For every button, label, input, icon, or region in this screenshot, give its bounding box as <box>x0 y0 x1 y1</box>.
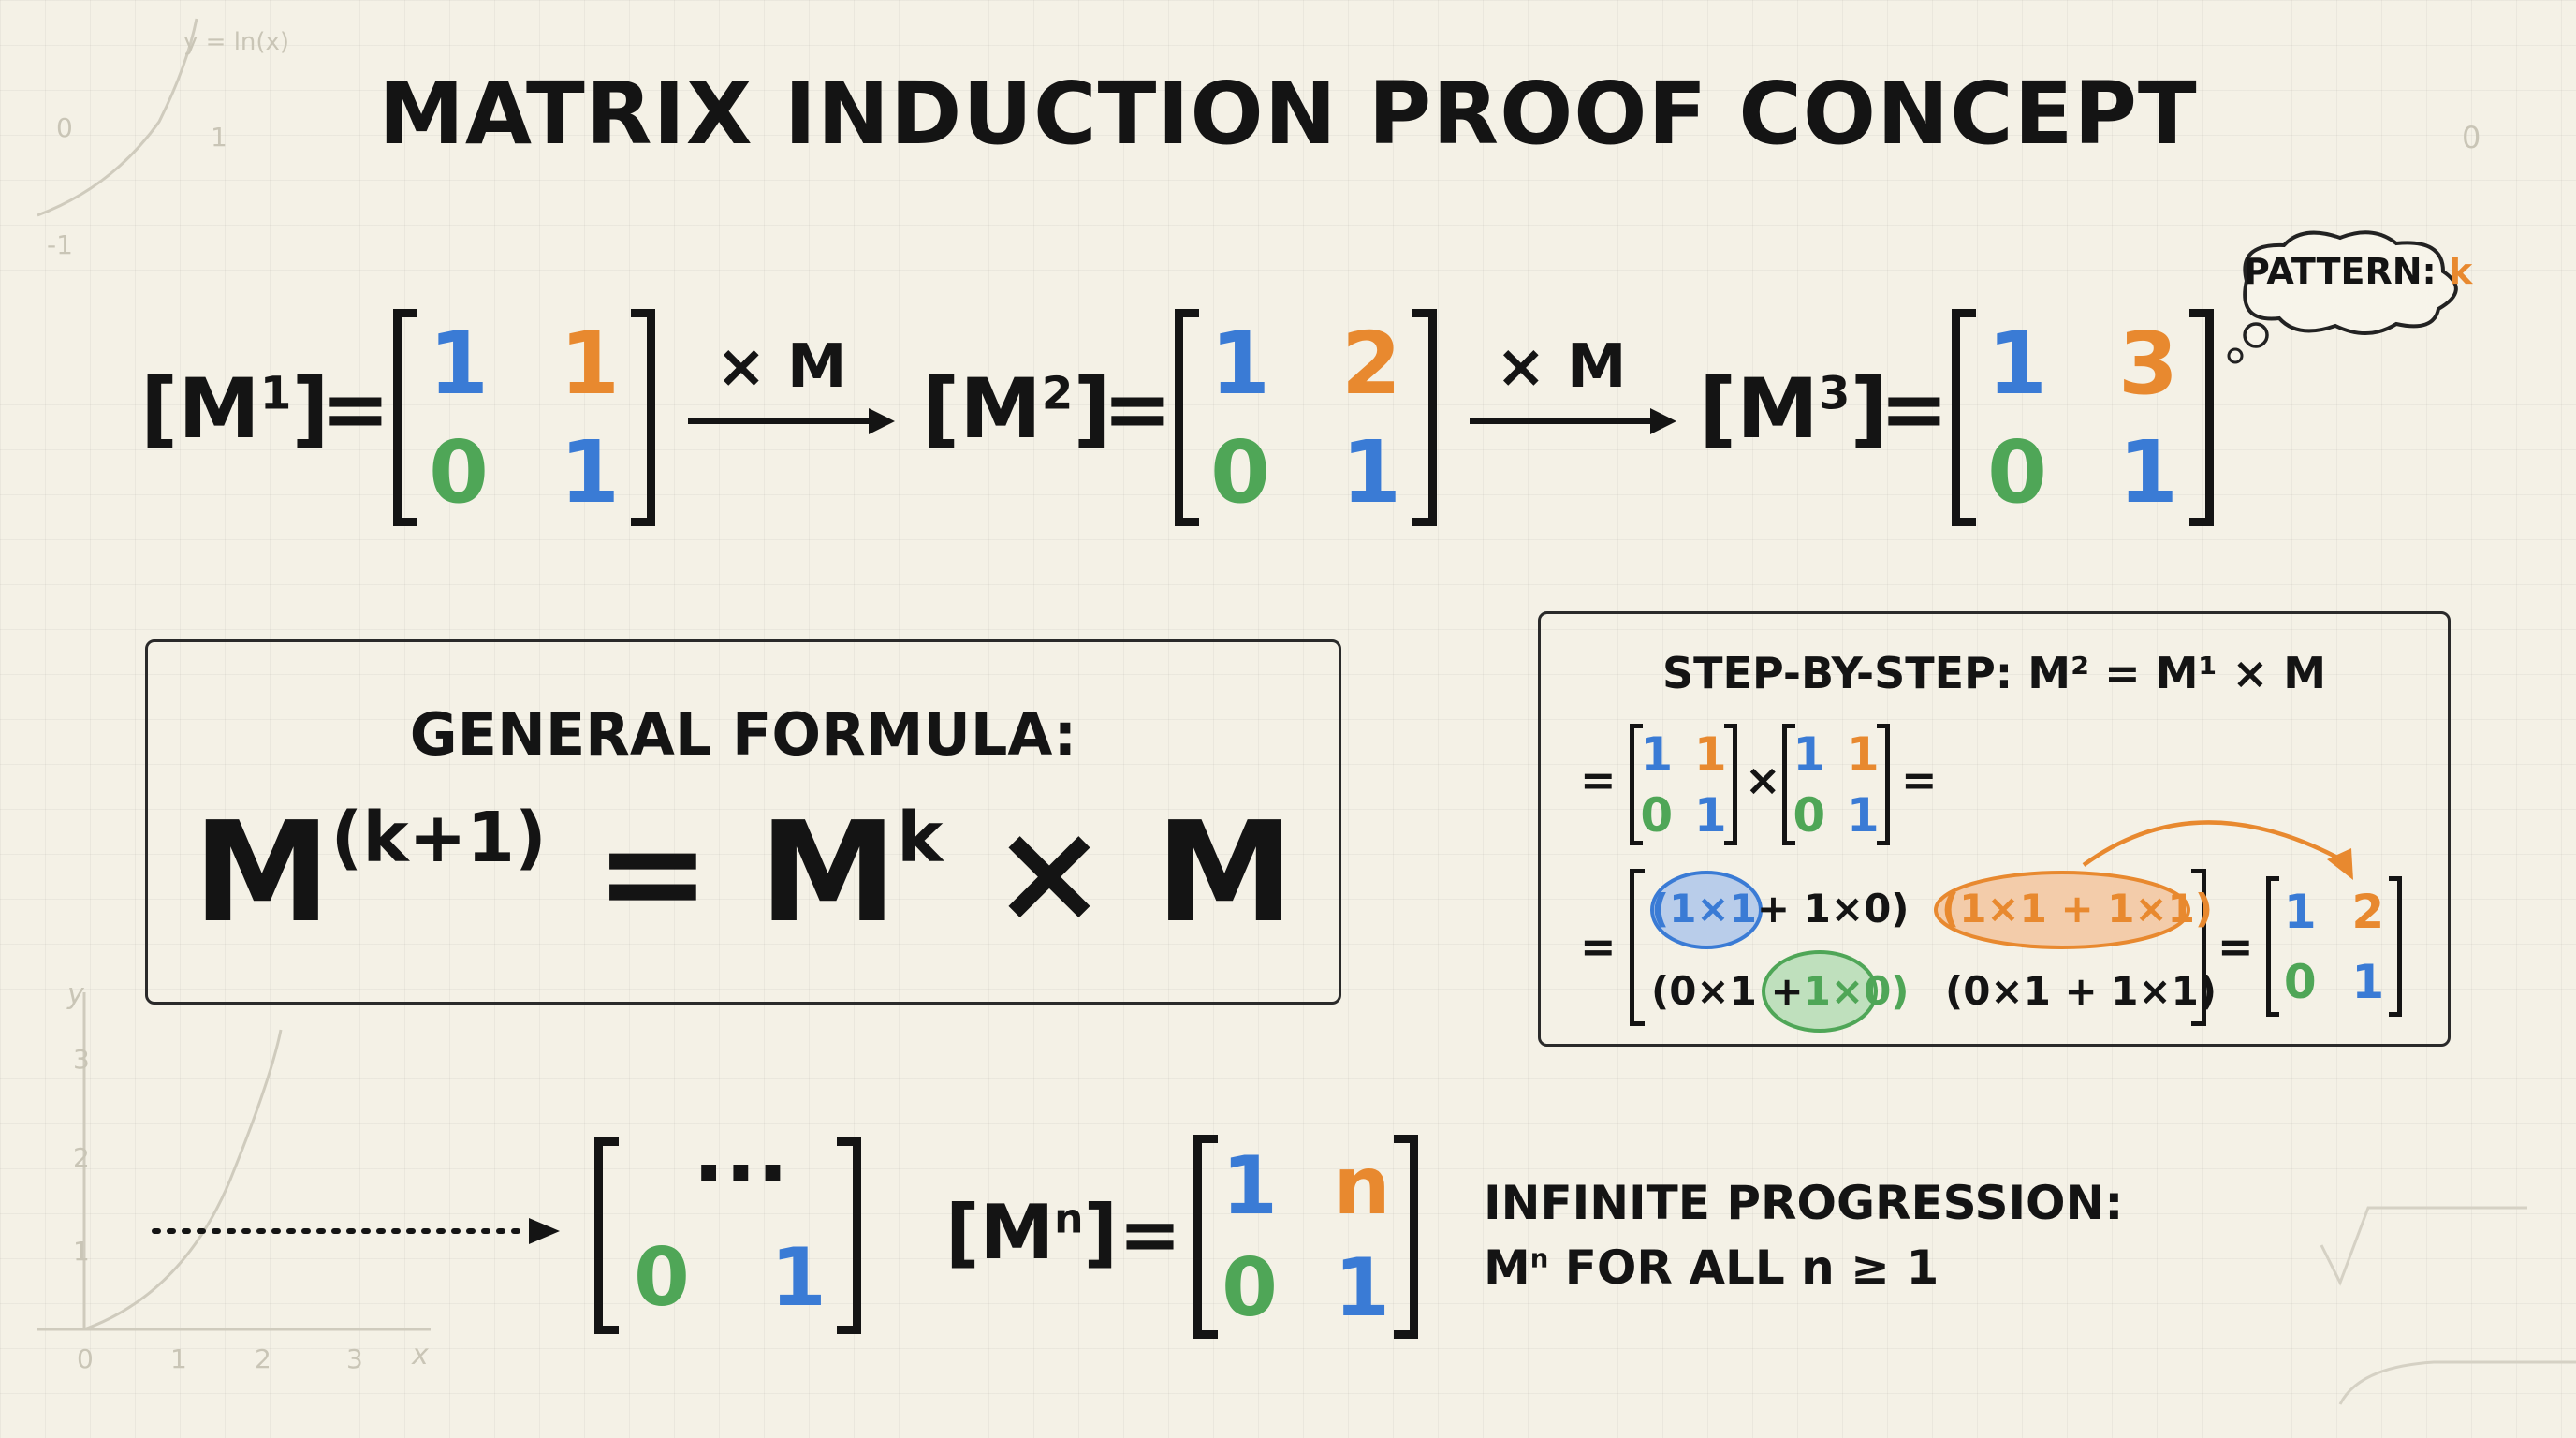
equals-sign: = <box>1119 1191 1182 1278</box>
curve-label: y = ln(x) <box>183 28 290 56</box>
general-formula-box: GENERAL FORMULA: M(k+1) = Mk × M <box>145 639 1341 1005</box>
matrix-cell: 1 <box>1640 726 1674 782</box>
arrow-1 <box>688 408 895 434</box>
matrix-b: 1 1 0 1 <box>1782 724 1890 845</box>
matrix-cell: 0 <box>1222 1240 1278 1335</box>
matrix-cell: 1 <box>1209 313 1270 414</box>
thought-cloud <box>2227 230 2458 364</box>
bg-tick: 0 <box>2462 120 2481 155</box>
matrix-cell: 1 <box>1846 726 1880 782</box>
page-title: MATRIX INDUCTION PROOF CONCEPT <box>378 64 2198 164</box>
mn-label: [Mn] <box>945 1189 1119 1276</box>
equals-sign: = <box>1580 921 1617 972</box>
bracket-right <box>2191 869 2206 1026</box>
highlight-orange-oval <box>1934 871 2190 949</box>
matrix-a: 1 1 0 1 <box>1630 724 1737 845</box>
matrix-cell: 1 <box>559 313 620 414</box>
bracket-left <box>1630 869 1645 1026</box>
matrix-m1: 1 1 0 1 <box>393 309 655 526</box>
m1-label: [M1] <box>140 360 329 457</box>
m2-label: [M2] <box>922 360 1111 457</box>
matrix-cell: 1 <box>770 1231 827 1325</box>
matrix-cell: 1 <box>1334 1240 1390 1335</box>
infinite-progression-heading: INFINITE PROGRESSION: <box>1484 1176 2124 1230</box>
ellipsis: ··· <box>693 1124 789 1223</box>
curved-arrow-head <box>2327 848 2353 880</box>
matrix-cell: 0 <box>1986 421 2047 522</box>
matrix-cell: 0 <box>634 1231 690 1325</box>
bg-tick: 3 <box>73 1044 90 1075</box>
ln-curve <box>37 18 198 217</box>
step-by-step-box: STEP-BY-STEP: M² = M¹ × M = 1 1 0 1 × 1 … <box>1538 611 2451 1047</box>
equals-sign: = <box>2217 921 2254 972</box>
matrix-cell: 1 <box>1986 313 2047 414</box>
matrix-cell: 0 <box>428 421 489 522</box>
matrix-cell: 3 <box>2117 313 2178 414</box>
bg-tick: 0 <box>56 112 73 143</box>
equals-sign: = <box>1880 360 1949 457</box>
matrix-cell: 0 <box>1209 421 1270 522</box>
matrix-cell: 2 <box>2351 884 2385 939</box>
matrix-cell: n <box>1333 1138 1391 1233</box>
matrix-cell: 0 <box>1640 787 1674 843</box>
bg-tick: -1 <box>47 229 73 260</box>
bg-tick: 2 <box>73 1142 90 1173</box>
bg-tick: 2 <box>255 1343 271 1374</box>
matrix-cell: 0 <box>2283 954 2317 1009</box>
highlight-blue-oval <box>1650 871 1763 949</box>
step-heading: STEP-BY-STEP: M² = M¹ × M <box>1662 648 2326 698</box>
matrix-cell: 1 <box>1846 787 1880 843</box>
matrix-cell: 1 <box>1793 726 1826 782</box>
highlight-layer <box>1650 820 2353 1033</box>
bg-tick: 1 <box>170 1343 187 1374</box>
equals-sign: = <box>321 360 390 457</box>
dotted-arrow <box>152 1218 560 1244</box>
bg-x-label: x <box>412 1339 429 1372</box>
matrix-result: 1 2 0 1 <box>2266 876 2402 1017</box>
equals-sign: = <box>1901 755 1938 805</box>
matrix-cell: 1 <box>1693 787 1727 843</box>
m3-label: [M3] <box>1699 360 1888 457</box>
curved-arrow <box>2082 820 2343 867</box>
exp-curve <box>83 1029 283 1331</box>
general-formula: M(k+1) = Mk × M <box>193 792 1294 953</box>
product-r1c1: (1×1+ 1×0) <box>1651 886 1910 932</box>
equals-sign: = <box>1103 360 1172 457</box>
infinite-progression-text: Mn FOR ALL n ≥ 1 <box>1484 1240 1939 1295</box>
product-r2c1: (0×1 +1×0) <box>1651 968 1910 1014</box>
product-r1c2: (1×1 + 1×1) <box>1941 886 2214 932</box>
curve-bottom-right <box>2338 1360 2576 1405</box>
equals-sign: = <box>1580 755 1617 805</box>
matrix-cell: 1 <box>1222 1138 1278 1233</box>
matrix-cell: 1 <box>1340 421 1401 522</box>
highlight-green-oval <box>1762 950 1878 1033</box>
matrix-cell: 2 <box>1340 313 1401 414</box>
matrix-cell: 1 <box>1693 726 1727 782</box>
bg-tick: 1 <box>211 122 227 153</box>
arrow-label-1: × M <box>716 332 847 402</box>
bg-tick: 1 <box>73 1236 90 1267</box>
arrow-2 <box>1470 408 1676 434</box>
bg-tick: 3 <box>346 1343 363 1374</box>
matrix-partial: ··· 0 1 <box>594 1124 861 1334</box>
matrix-cell: 0 <box>1793 787 1826 843</box>
times-sign: × <box>1745 755 1781 805</box>
arrow-label-2: × M <box>1496 332 1627 402</box>
general-formula-heading: GENERAL FORMULA: <box>409 700 1077 769</box>
bg-y-label: y <box>67 978 84 1011</box>
matrix-cell: 1 <box>428 313 489 414</box>
matrix-m3: 1 3 0 1 <box>1952 309 2214 526</box>
pattern-label: PATTERN: k <box>2244 251 2473 292</box>
matrix-mn: 1 n 0 1 <box>1193 1135 1418 1339</box>
sqrt-sign <box>2320 1206 2527 1286</box>
matrix-cell: 1 <box>2351 954 2385 1009</box>
matrix-cell: 1 <box>2117 421 2178 522</box>
bg-tick: 0 <box>77 1343 94 1374</box>
matrix-cell: 1 <box>2283 884 2317 939</box>
product-r2c2: (0×1 + 1×1) <box>1945 968 2217 1014</box>
matrix-cell: 1 <box>559 421 620 522</box>
matrix-m2: 1 2 0 1 <box>1175 309 1437 526</box>
